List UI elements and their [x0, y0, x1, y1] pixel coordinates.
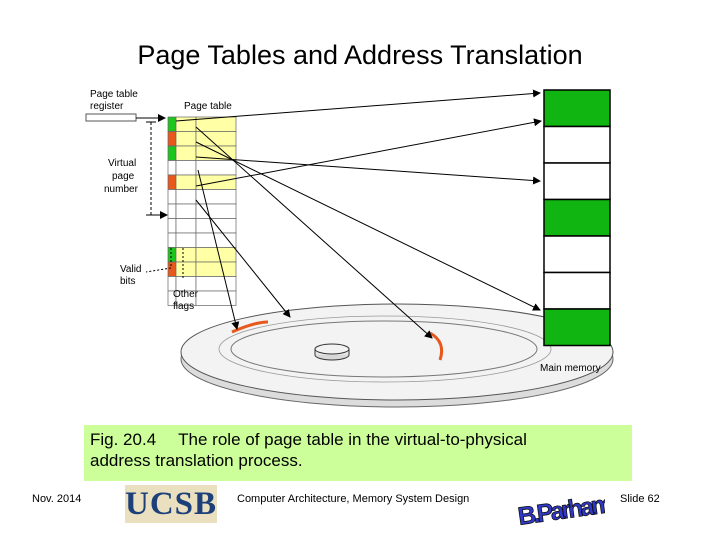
figure-number: Fig. 20.4 [90, 430, 157, 449]
page-table-row [167, 160, 237, 176]
frame-number-cell [195, 290, 237, 306]
other-flags-annotation: Other flags [173, 248, 199, 312]
arrow-row2-frame6 [195, 141, 541, 311]
address-translation-diagram: Page table register Page table Virtual p… [85, 89, 614, 408]
virtual-page-number-label-1: Virtual [108, 158, 136, 169]
page-table-row [167, 131, 237, 147]
page-table-row [167, 232, 237, 248]
other-flags-label-2: flags [173, 301, 194, 312]
figure-caption: Fig. 20.4 The role of page table in the v… [84, 425, 632, 481]
page-table-row [167, 189, 237, 205]
footer-date: Nov. 2014 [32, 493, 82, 505]
frame-number-cell [195, 247, 237, 263]
page-table-register: Page table register [85, 89, 166, 122]
valid-bit-cell [167, 174, 177, 190]
memory-frame [543, 125, 611, 164]
flags-cell [175, 218, 197, 234]
page-table-row [167, 290, 237, 306]
svg-text:B.Parhami: B.Parhami [516, 489, 605, 527]
valid-bit-cell [167, 131, 177, 147]
valid-bit-cell [167, 160, 177, 176]
arrow-row6-frame1 [195, 118, 542, 187]
flags-cell [175, 203, 197, 219]
page-table [167, 116, 237, 306]
page-table-row [167, 276, 237, 292]
slide-title: Page Tables and Address Translation [137, 40, 583, 70]
arrow-row1-disk [195, 126, 433, 339]
valid-bit-cell [167, 261, 177, 277]
arrow-row4-frame3 [195, 156, 541, 185]
virtual-page-number-label-2: page [112, 171, 135, 182]
virtual-page-number-label-3: number [104, 184, 139, 195]
page-table-register-label-1: Page table [90, 89, 138, 100]
valid-bit-cell [167, 218, 177, 234]
flags-cell [175, 116, 197, 132]
arrow-row0-frame0 [175, 89, 541, 122]
flags-cell [175, 145, 197, 161]
flags-cell [175, 247, 197, 263]
caption-line-2: address translation process. [90, 451, 303, 470]
flags-cell [175, 131, 197, 147]
arrow-row10-disk [197, 169, 240, 330]
frame-number-cell [195, 131, 237, 147]
valid-bit-cell [167, 145, 177, 161]
memory-frame [543, 308, 611, 347]
arrow-row7-disk [195, 199, 291, 318]
memory-frame [543, 271, 611, 310]
memory-frame [543, 162, 611, 201]
frame-number-cell [195, 160, 237, 176]
flags-cell [175, 189, 197, 205]
frame-number-cell [195, 218, 237, 234]
valid-bit-cell [167, 189, 177, 205]
page-table-row [167, 261, 237, 277]
caption-line-1: The role of page table in the virtual-to… [178, 430, 527, 449]
valid-bits-label-2: bits [120, 276, 136, 287]
valid-bit-cell [167, 203, 177, 219]
frame-number-cell [195, 276, 237, 292]
translation-arrows [175, 89, 542, 339]
flags-cell [175, 232, 197, 248]
other-flags-label-1: Other [173, 289, 199, 300]
author-signature-logo: B.Parhami [516, 489, 605, 527]
page-table-label: Page table [184, 101, 232, 112]
valid-bits-annotation: Valid bits [120, 248, 172, 287]
disk [180, 303, 614, 408]
main-memory [543, 89, 611, 347]
slide-number: Slide 62 [620, 493, 660, 505]
memory-frame [543, 198, 611, 237]
main-memory-label: Main memory [540, 363, 601, 374]
frame-number-cell [195, 203, 237, 219]
page-table-row [167, 247, 237, 263]
memory-frame [543, 89, 611, 128]
page-table-row [167, 203, 237, 219]
frame-number-cell [195, 189, 237, 205]
page-table-register-label-2: register [90, 101, 124, 112]
footer-course: Computer Architecture, Memory System Des… [237, 493, 470, 505]
valid-bit-cell [167, 247, 177, 263]
valid-bits-label-1: Valid [120, 264, 142, 275]
virtual-page-number: Virtual page number [104, 121, 168, 219]
valid-bit-cell [167, 116, 177, 132]
flags-cell [175, 261, 197, 277]
valid-bit-cell [167, 232, 177, 248]
flags-cell [175, 160, 197, 176]
ucsb-logo: UCSB [125, 485, 218, 523]
page-table-row [167, 218, 237, 234]
flags-cell [175, 174, 197, 190]
frame-number-cell [195, 261, 237, 277]
memory-frame [543, 235, 611, 274]
